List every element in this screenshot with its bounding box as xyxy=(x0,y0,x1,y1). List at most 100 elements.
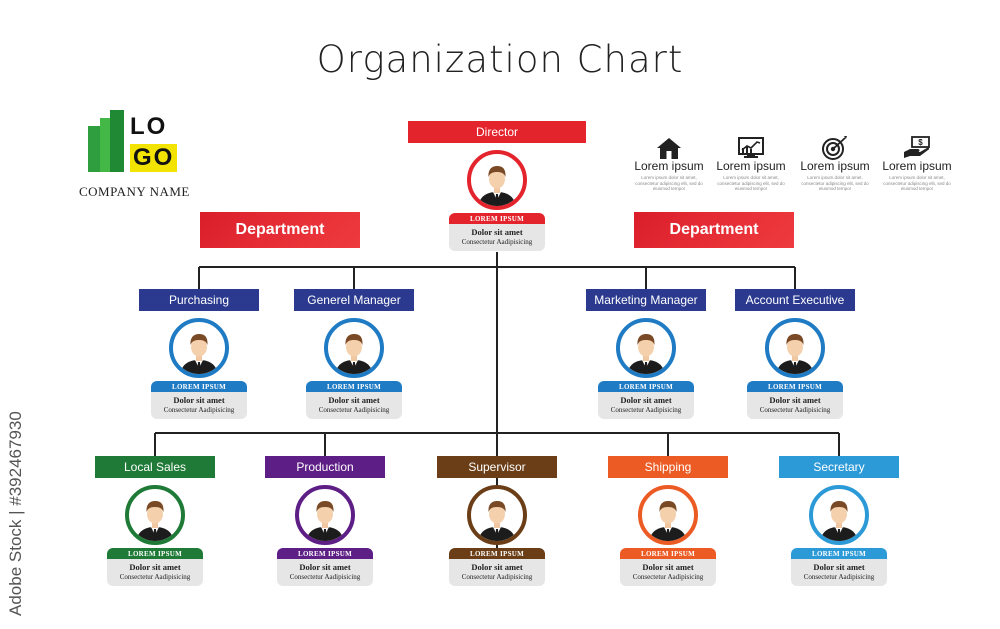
role-label-shipping: Shipping xyxy=(608,456,728,478)
info-card-text: Dolor sit amet xyxy=(471,227,523,237)
info-icon-text: Lorem ipsum dolor sit amet, consectetur … xyxy=(883,175,951,191)
person-icon xyxy=(335,334,373,374)
info-card-subtext: Consectetur Aadipisicing xyxy=(461,238,533,246)
info-card-subtext: Consectetur Aadipisicing xyxy=(318,406,390,414)
info-card-text: Dolor sit amet xyxy=(328,395,380,405)
info-card-text: Dolor sit amet xyxy=(299,562,351,572)
info-card-subtext: Consectetur Aadipisicing xyxy=(119,573,191,581)
info-icon-text: Lorem ipsum dolor sit amet, consectetur … xyxy=(635,175,703,191)
info-card-title: LOREM IPSUM xyxy=(306,381,402,392)
role-label-purchasing: Purchasing xyxy=(139,289,259,311)
role-label-general-manager: Generel Manager xyxy=(294,289,414,311)
department-banner-right: Department xyxy=(634,212,794,248)
info-icon-title: Lorem ipsum xyxy=(882,159,952,173)
role-label-production: Production xyxy=(265,456,385,478)
info-icon-text: Lorem ipsum dolor sit amet, consectetur … xyxy=(801,175,869,191)
person-icon xyxy=(478,166,516,206)
svg-text:$: $ xyxy=(918,138,923,147)
role-label-supervisor: Supervisor xyxy=(437,456,557,478)
info-card-title: LOREM IPSUM xyxy=(620,548,716,559)
info-card-subtext: Consectetur Aadipisicing xyxy=(803,573,875,581)
info-card-title: LOREM IPSUM xyxy=(449,548,545,559)
avatar-account-executive xyxy=(765,318,825,378)
info-card-title: LOREM IPSUM xyxy=(449,213,545,224)
logo-bar xyxy=(110,110,124,172)
stock-watermark-text: Adobe Stock | #392467930 xyxy=(6,411,25,616)
person-icon xyxy=(627,334,665,374)
company-logo: LO GO COMPANY NAME xyxy=(79,108,206,203)
info-card-text: Dolor sit amet xyxy=(471,562,523,572)
avatar-director xyxy=(467,150,527,210)
info-icon-title: Lorem ipsum xyxy=(716,159,786,173)
info-card-subtext: Consectetur Aadipisicing xyxy=(461,573,533,581)
person-icon xyxy=(478,501,516,541)
logo-bar xyxy=(100,118,110,172)
role-label-secretary: Secretary xyxy=(779,456,899,478)
info-card-text: Dolor sit amet xyxy=(620,395,672,405)
role-label-account-executive: Account Executive xyxy=(735,289,855,311)
info-card-subtext: Consectetur Aadipisicing xyxy=(289,573,361,581)
info-card-subtext: Consectetur Aadipisicing xyxy=(632,573,704,581)
person-icon xyxy=(776,334,814,374)
logo-bar xyxy=(88,126,100,172)
info-card-title: LOREM IPSUM xyxy=(791,548,887,559)
person-icon xyxy=(136,501,174,541)
avatar-purchasing xyxy=(169,318,229,378)
info-icon-title: Lorem ipsum xyxy=(800,159,870,173)
company-name: COMPANY NAME xyxy=(79,184,190,199)
person-icon xyxy=(180,334,218,374)
info-card-text: Dolor sit amet xyxy=(173,395,225,405)
role-label-director: Director xyxy=(408,121,586,143)
avatar-supervisor xyxy=(467,485,527,545)
info-card-title: LOREM IPSUM xyxy=(277,548,373,559)
avatar-shipping xyxy=(638,485,698,545)
avatar-general-manager xyxy=(324,318,384,378)
info-card-title: LOREM IPSUM xyxy=(151,381,247,392)
info-icon-text: Lorem ipsum dolor sit amet, consectetur … xyxy=(717,175,785,191)
person-icon xyxy=(306,501,344,541)
person-icon xyxy=(649,501,687,541)
info-card-text: Dolor sit amet xyxy=(769,395,821,405)
info-card-title: LOREM IPSUM xyxy=(598,381,694,392)
info-card-subtext: Consectetur Aadipisicing xyxy=(759,406,831,414)
info-card-subtext: Consectetur Aadipisicing xyxy=(610,406,682,414)
page-title: Organization Chart xyxy=(316,38,684,81)
info-card-title: LOREM IPSUM xyxy=(107,548,203,559)
avatar-marketing-manager xyxy=(616,318,676,378)
stock-watermark: Adobe Stock | #392467930 xyxy=(4,388,30,618)
logo-text-top: LO xyxy=(130,113,168,140)
avatar-secretary xyxy=(809,485,869,545)
person-icon xyxy=(820,501,858,541)
avatar-local-sales xyxy=(125,485,185,545)
role-label-local-sales: Local Sales xyxy=(95,456,215,478)
info-icon-title: Lorem ipsum xyxy=(634,159,704,173)
info-card-title: LOREM IPSUM xyxy=(747,381,843,392)
department-banner-left: Department xyxy=(200,212,360,248)
avatar-production xyxy=(295,485,355,545)
role-label-marketing-manager: Marketing Manager xyxy=(586,289,706,311)
